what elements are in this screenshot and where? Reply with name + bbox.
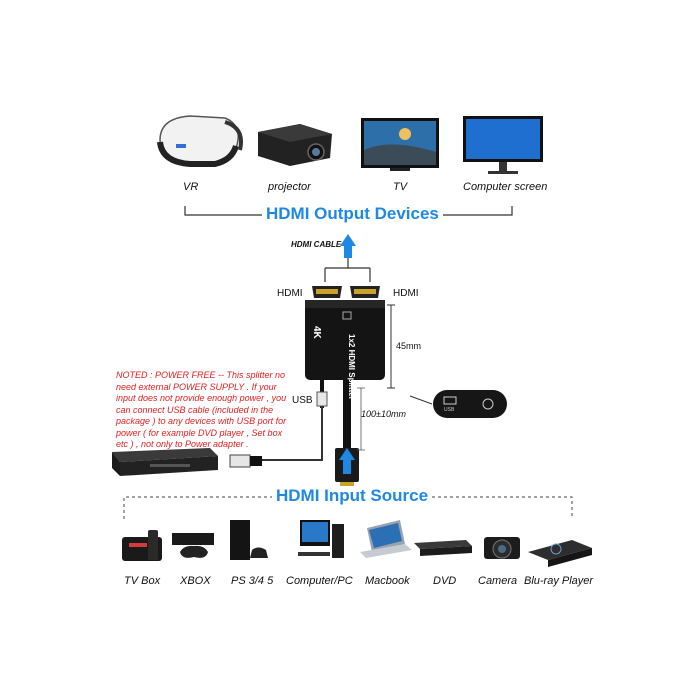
- device-label-ps: PS 3/4 5: [231, 575, 274, 587]
- cable-length-label: 100±10mm: [361, 409, 406, 419]
- xbox-icon: [172, 533, 214, 558]
- cable-branch: [324, 258, 371, 282]
- tv-box-icon: [122, 530, 162, 561]
- splitter-body: [305, 300, 385, 380]
- splitter-body-text: 1x2 HDMI Splitter: [347, 334, 356, 400]
- device-label-computer-pc: Computer/PC: [286, 575, 353, 587]
- cable-dimension-line: [357, 387, 365, 451]
- tv-icon: [361, 118, 439, 171]
- device-label-tv-box: TV Box: [124, 575, 161, 587]
- device-label-camera: Camera: [478, 575, 518, 587]
- camera-icon: [484, 537, 520, 559]
- hdmi-port-left-label: HDMI: [277, 288, 303, 299]
- device-label-computer-screen: Computer screen: [463, 181, 548, 193]
- hdmi-cable-label: HDMI CABLE: [291, 240, 342, 249]
- usb-label: USB: [292, 395, 313, 406]
- computer-pc-icon: [298, 520, 344, 558]
- projector-icon: [258, 124, 332, 166]
- dvd-player-left-icon: [112, 448, 218, 476]
- height-dimension-label: 45mm: [396, 341, 422, 351]
- usb-port-text: USB: [444, 407, 455, 413]
- device-label-tv: TV: [393, 181, 408, 193]
- usb-plug-small-icon: [316, 391, 328, 407]
- hdmi-port-left-icon: [312, 286, 342, 298]
- power-note: NOTED : POWER FREE -- This splitter no n…: [116, 370, 287, 449]
- usb-port-zoom-icon: [409, 390, 507, 418]
- usb-plug-icon: [229, 454, 262, 468]
- device-label-vr: VR: [183, 181, 199, 193]
- usb-cable-route: [262, 406, 323, 461]
- hdmi-port-right-label: HDMI: [393, 288, 419, 299]
- macbook-icon: [360, 520, 412, 558]
- cable-up-arrow-icon: [340, 234, 356, 258]
- computer-screen-icon: [463, 116, 543, 174]
- device-label-dvd: DVD: [433, 575, 457, 587]
- vr-headset-icon: [157, 115, 243, 167]
- dvd-icon: [414, 540, 472, 556]
- device-label-macbook: Macbook: [365, 575, 410, 587]
- device-label-blu-ray: Blu-ray Player: [524, 575, 594, 587]
- hdmi-port-right-icon: [350, 286, 380, 298]
- device-label-projector: projector: [268, 181, 311, 193]
- input-section-title: HDMI Input Source: [272, 486, 433, 506]
- device-label-xbox: XBOX: [180, 575, 211, 587]
- height-dimension-line: [387, 304, 395, 389]
- output-section-title: HDMI Output Devices: [262, 204, 443, 224]
- splitter-badge-4k: 4K: [311, 326, 322, 339]
- input-arrow-up-icon: [339, 448, 355, 474]
- ps-console-icon: [230, 520, 268, 560]
- blu-ray-player-icon: [528, 540, 592, 567]
